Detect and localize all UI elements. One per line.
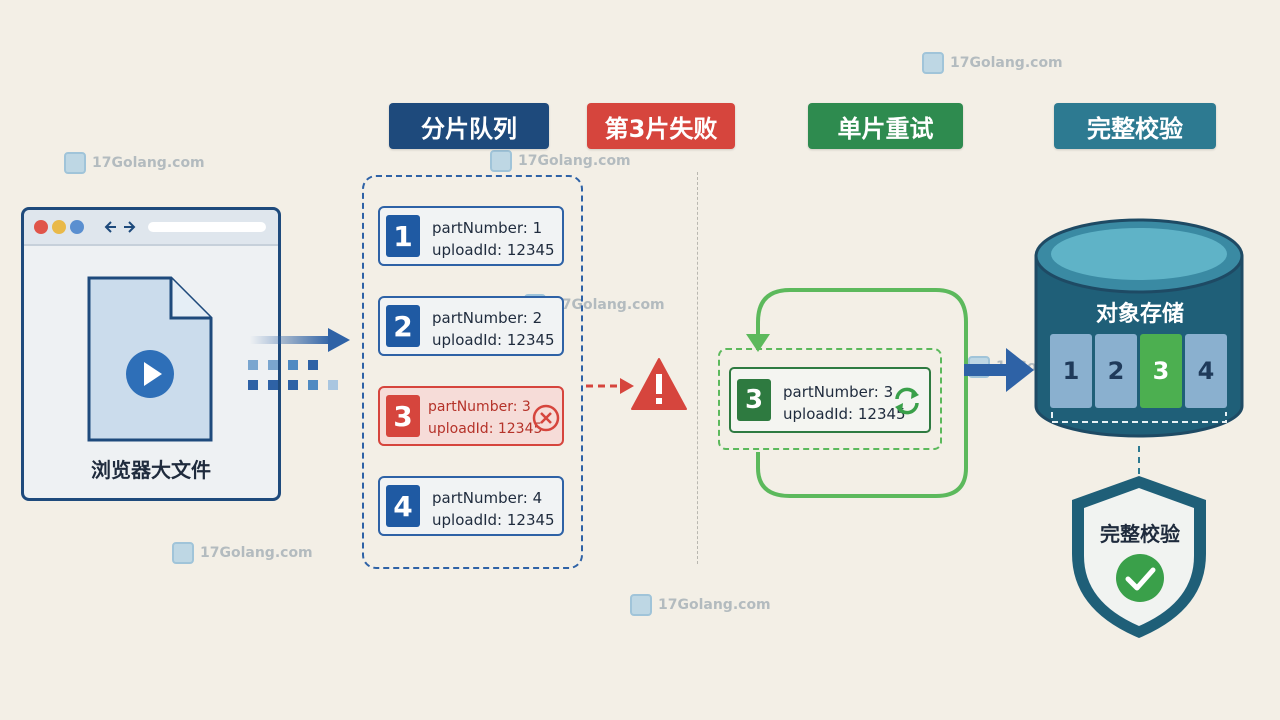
check-icon: [1116, 554, 1164, 602]
watermark-logo-icon: [490, 150, 512, 172]
part-number-text: partNumber: 4: [432, 489, 543, 507]
browser-window: 浏览器大文件: [21, 207, 281, 501]
watermark-logo-icon: [172, 542, 194, 564]
chunk-flow-arrow: [248, 328, 350, 390]
watermark-logo-icon: [630, 594, 652, 616]
storage-segment: 2: [1095, 334, 1137, 408]
part-number-text: partNumber: 3: [428, 399, 531, 415]
storage-segment-retried: 3: [1140, 334, 1182, 408]
retry-loop: [746, 288, 968, 498]
part-card: 1 partNumber: 1 uploadId: 12345: [378, 206, 564, 266]
header-single-retry: 单片重试: [808, 103, 963, 149]
upload-id-text: uploadId: 12345: [432, 241, 555, 259]
retry-part-card: 3 partNumber: 3 uploadId: 12345: [729, 367, 931, 433]
database-icon: [1034, 218, 1244, 438]
storage-segment: 4: [1185, 334, 1227, 408]
storage-segment: 1: [1050, 334, 1092, 408]
watermark: 17Golang.com: [922, 52, 1063, 74]
header-integrity-check: 完整校验: [1054, 103, 1216, 149]
part-card: 2 partNumber: 2 uploadId: 12345: [378, 296, 564, 356]
refresh-icon: [895, 387, 919, 415]
header-part3-failed: 第3片失败: [587, 103, 735, 149]
watermark: 17Golang.com: [490, 150, 631, 172]
maximize-dot-icon: [70, 220, 84, 234]
watermark: 17Golang.com: [172, 542, 313, 564]
part-card-failed: 3 partNumber: 3 uploadId: 12345: [378, 386, 564, 446]
integrity-check-label: 完整校验: [1100, 522, 1180, 546]
upload-id-text: uploadId: 12345: [432, 511, 555, 529]
part-number-text: partNumber: 2: [432, 309, 543, 327]
part-number-badge: 4: [386, 485, 420, 527]
watermark-logo-icon: [922, 52, 944, 74]
header-chunk-queue: 分片队列: [389, 103, 549, 149]
part-number-badge: 3: [737, 379, 771, 421]
watermark: 17Golang.com: [630, 594, 771, 616]
error-circle-icon: [532, 404, 560, 432]
part-card: 4 partNumber: 4 uploadId: 12345: [378, 476, 564, 536]
part-number-text: partNumber: 1: [432, 219, 543, 237]
upload-id-text: uploadId: 12345: [783, 405, 906, 423]
upload-id-text: uploadId: 12345: [432, 331, 555, 349]
watermark-logo-icon: [64, 152, 86, 174]
part-number-text: partNumber: 3: [783, 383, 894, 401]
browser-toolbar: [24, 210, 278, 246]
upload-arrow: [964, 348, 1034, 392]
warning-icon: [631, 358, 687, 410]
minimize-dot-icon: [52, 220, 66, 234]
watermark: 17Golang.com: [64, 152, 205, 174]
part-number-badge: 3: [386, 395, 420, 437]
chunk-queue-container: [362, 175, 583, 569]
browser-file-label: 浏览器大文件: [91, 458, 211, 482]
failure-arrow: [586, 378, 634, 394]
close-dot-icon: [34, 220, 48, 234]
retry-container: [718, 348, 942, 450]
part-number-badge: 2: [386, 305, 420, 347]
verify-connector: [1138, 446, 1140, 474]
nav-arrows-icon: [104, 221, 136, 233]
address-bar: [148, 222, 266, 232]
play-icon: [126, 350, 174, 398]
upload-id-text: uploadId: 12345: [428, 421, 543, 437]
stage-divider: [697, 172, 698, 564]
part-number-badge: 1: [386, 215, 420, 257]
object-storage-label: 对象存储: [1095, 302, 1184, 327]
